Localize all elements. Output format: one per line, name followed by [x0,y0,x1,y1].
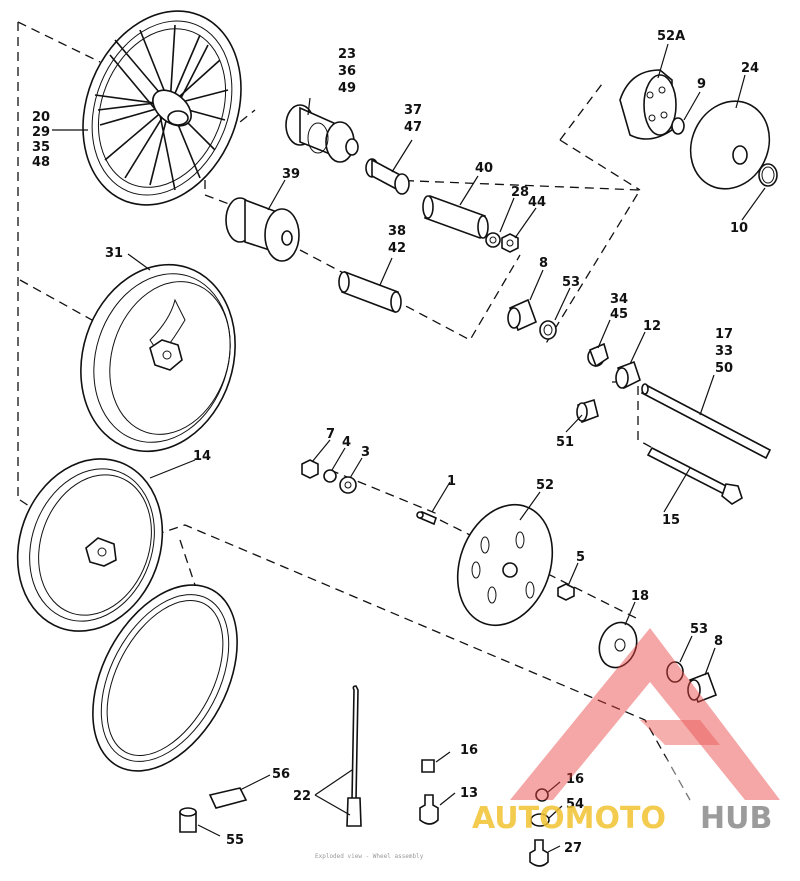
callout-13: 13 [460,786,478,801]
callout-5: 5 [576,550,585,565]
callout-17: 17 [715,327,733,342]
callout-35: 35 [32,140,50,155]
axle-bolt [646,446,743,505]
callout-36: 36 [338,64,356,79]
callout-52: 52 [536,478,554,493]
callout-28: 28 [511,185,529,200]
leader-lines [52,43,766,853]
callout-48: 48 [32,155,50,170]
callout-56: 56 [272,767,290,782]
callout-4: 4 [342,435,351,450]
callout-29: 29 [32,125,50,140]
nut-54 [530,813,550,827]
cap-16-lower [535,788,549,802]
nut-44 [501,233,519,253]
axle [640,383,772,460]
lockwasher-4 [323,469,337,483]
spacer [365,158,410,195]
spoke-22 [346,685,362,827]
callout-53-lower: 53 [690,622,708,637]
callout-31: 31 [105,246,123,261]
callout-51: 51 [556,435,574,450]
callout-39: 39 [282,167,300,182]
footer-note: Exploded view - Wheel assembly [315,853,424,860]
callout-7: 7 [326,427,335,442]
callout-9: 9 [697,77,706,92]
callout-10: 10 [730,221,748,236]
hub [285,104,359,163]
rim [92,584,238,772]
callout-34: 34 [610,292,628,307]
callout-47: 47 [404,120,422,135]
o-ring-9 [671,117,685,135]
callout-18: 18 [631,589,649,604]
bolt-1 [416,510,437,526]
callout-16-lower: 16 [566,772,584,787]
callout-20: 20 [32,110,50,125]
laced-wheel [16,458,164,632]
callout-14: 14 [193,449,211,464]
callout-54: 54 [566,797,584,812]
callouts: 20 29 35 48 23 36 49 37 47 39 40 28 44 3… [32,29,759,856]
callout-42: 42 [388,241,406,256]
sleeve-12 [615,360,641,390]
rim-strip-56 [208,787,248,809]
cap-16 [421,759,435,773]
callout-44: 44 [528,195,546,210]
seal-53 [539,320,557,340]
brake-disc [456,503,554,627]
callout-8-lower: 8 [714,634,723,649]
callout-12: 12 [643,319,661,334]
nut-5 [557,583,575,601]
cast-wheel [80,263,236,453]
callout-38: 38 [388,224,406,239]
washer-3 [339,476,357,494]
callout-1: 1 [447,474,456,489]
nipple-55 [179,807,197,833]
valve-27 [529,839,549,867]
callout-15: 15 [662,513,680,528]
callout-27: 27 [564,841,582,856]
washer-28 [485,232,501,248]
callout-40: 40 [475,161,493,176]
callout-16: 16 [460,743,478,758]
bearing-8 [507,298,538,332]
spoked-wheel [82,10,242,206]
dust-cover-24 [689,100,771,190]
callout-8: 8 [539,256,548,271]
callout-50: 50 [715,361,733,376]
axle-sleeve [422,194,489,240]
callout-22: 22 [293,789,311,804]
bearing-8-lower [687,671,718,704]
valve-13 [419,794,439,825]
callout-49: 49 [338,81,356,96]
seal-53-lower [666,661,684,683]
callout-52a: 52A [657,29,685,44]
snap-ring-10 [758,163,778,187]
brake-drum [619,69,677,140]
callout-45: 45 [610,307,628,322]
callout-37: 37 [404,103,422,118]
callout-24: 24 [741,61,759,76]
spacer-51 [576,398,599,424]
callout-23: 23 [338,47,356,62]
spacer-38 [338,270,402,314]
watermark-logo: AUTOMOTO HUB [472,628,780,836]
watermark-text-automoto: AUTOMOTO [472,801,666,836]
nut-7 [301,459,319,479]
watermark-text-hub: HUB [700,801,772,836]
callout-3: 3 [361,445,370,460]
callout-55: 55 [226,833,244,848]
callout-33: 33 [715,344,733,359]
hub-39 [225,197,300,262]
callout-53: 53 [562,275,580,290]
